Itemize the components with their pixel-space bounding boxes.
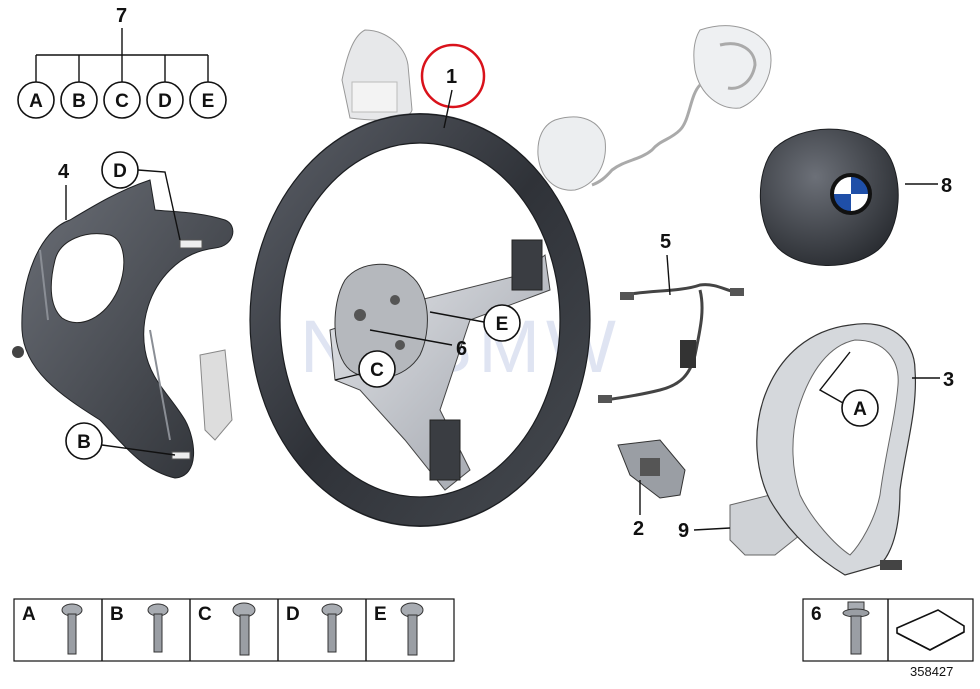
steering-switch-right (693, 25, 772, 109)
callout-d-label: D (113, 161, 127, 182)
callout-c-label: C (370, 360, 384, 381)
callout-1: 1 (446, 66, 457, 88)
connector-part (617, 439, 686, 499)
screw-b-icon (147, 603, 169, 653)
image-number: 358427 (910, 664, 953, 679)
screw-legend: A B C D E (13, 598, 455, 662)
callout-5: 5 (660, 231, 671, 253)
callout-4: 4 (58, 161, 70, 183)
bolt-6-icon (842, 601, 870, 655)
callout-b-label: B (77, 432, 91, 453)
legend-screw-c-label: C (198, 604, 212, 625)
callout-2: 2 (633, 518, 644, 540)
callout-9: 9 (678, 520, 689, 542)
wiring-harness-part (598, 283, 744, 403)
callout-7-letter-e: E (202, 91, 215, 112)
screw-e-icon (400, 602, 424, 656)
callout-e-label: E (496, 314, 509, 335)
callout-7-letter-d: D (158, 91, 172, 112)
callout-8: 8 (941, 175, 952, 197)
installation-note-icon (896, 609, 965, 651)
callout-7: 7 (116, 5, 127, 27)
legend-screw-e-label: E (374, 604, 387, 625)
legend-screw-a-label: A (22, 604, 36, 625)
legend-screw-d-label: D (286, 604, 300, 625)
screw-d-icon (321, 603, 343, 653)
callout-7-letter-a: A (29, 91, 43, 112)
shift-paddle-upper (341, 29, 413, 121)
steering-switch-left (537, 116, 606, 191)
switch-wiring (591, 83, 702, 187)
callout-7-letter-c: C (115, 91, 129, 112)
callout-1-highlight-ring (420, 43, 486, 109)
callout-3: 3 (943, 369, 954, 391)
rear-cover-part (12, 179, 234, 479)
screw-c-icon (232, 602, 256, 656)
callout-6: 6 (456, 338, 467, 360)
steering-wheel-part (249, 113, 591, 527)
legend-screw-b-label: B (110, 604, 124, 625)
legend-bolt-6-label: 6 (811, 604, 822, 625)
bolt-legend: 6 (802, 598, 974, 662)
callout-7-letter-b: B (72, 91, 86, 112)
airbag-module-part (759, 128, 899, 266)
callout-7-group: 7 A B C D E (17, 5, 227, 119)
screw-a-icon (61, 603, 83, 655)
small-shift-paddle (199, 349, 233, 441)
callout-a-label: A (853, 399, 867, 420)
